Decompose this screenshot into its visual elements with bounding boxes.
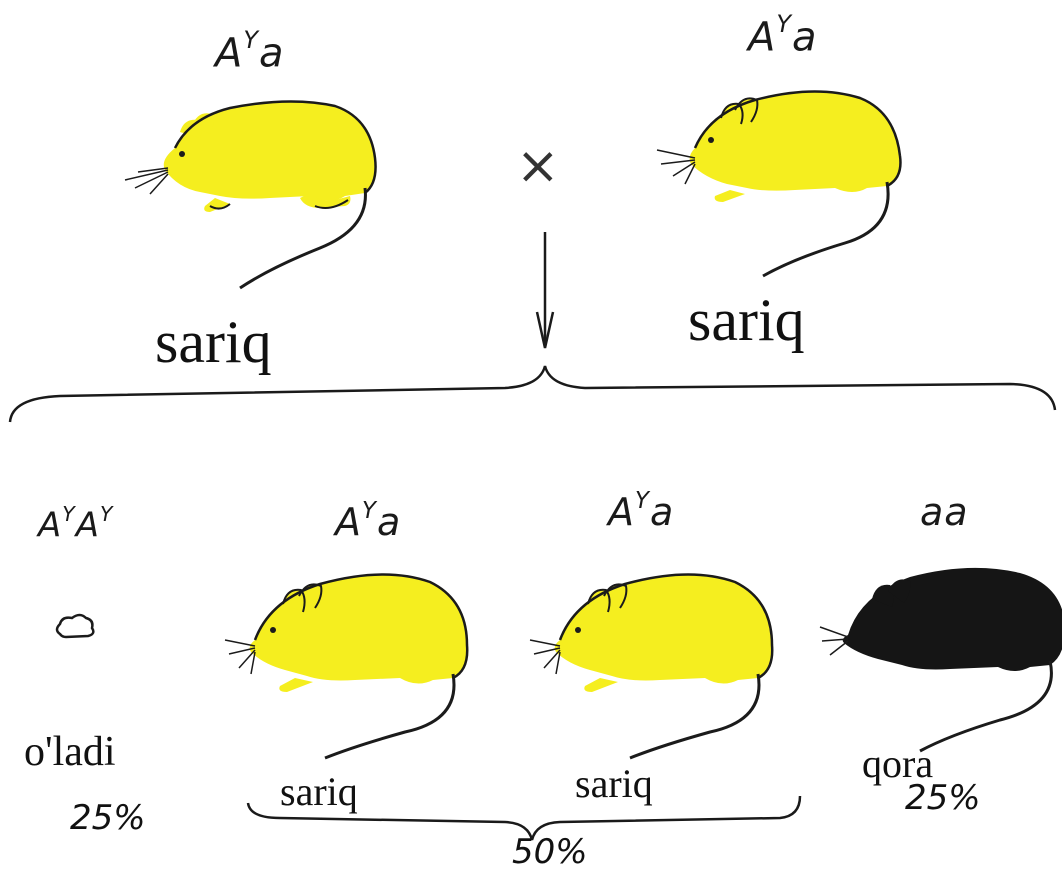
offspring-4-percent: 25% xyxy=(905,778,981,818)
offspring-2-genotype: AYa xyxy=(335,500,401,544)
parent-left-label: sariq xyxy=(155,308,272,377)
parent-left-genotype: AYa xyxy=(215,30,285,76)
offspring-yellow-mouse-2-icon xyxy=(530,560,790,760)
mouse-body xyxy=(555,574,773,692)
down-arrow xyxy=(537,232,553,348)
offspring-black-mouse-icon xyxy=(820,555,1062,755)
offspring-2-label: sariq xyxy=(280,768,358,815)
parent-right-mouse-icon xyxy=(655,78,925,278)
cross-symbol: × xyxy=(516,140,560,192)
mouse-body xyxy=(164,101,376,212)
offspring-yellow-mouse-1-icon xyxy=(225,560,485,760)
offspring-3-label: sariq xyxy=(575,760,653,807)
mouse-body xyxy=(250,574,468,692)
embryo-icon xyxy=(52,612,102,642)
offspring-4-genotype: aa xyxy=(920,490,969,534)
group-percent: 50% xyxy=(512,832,588,872)
offspring-3-genotype: AYa xyxy=(608,490,674,534)
mouse-body xyxy=(843,568,1062,671)
parent-right-genotype: AYa xyxy=(748,14,818,60)
parent-right-label: sariq xyxy=(688,286,805,355)
parent-left-mouse-icon xyxy=(120,88,390,278)
offspring-1-percent: 25% xyxy=(70,798,146,838)
offspring-1-genotype: AYAY xyxy=(38,505,113,545)
mouse-body xyxy=(690,91,901,202)
offspring-1-label: o'ladi xyxy=(24,728,116,776)
